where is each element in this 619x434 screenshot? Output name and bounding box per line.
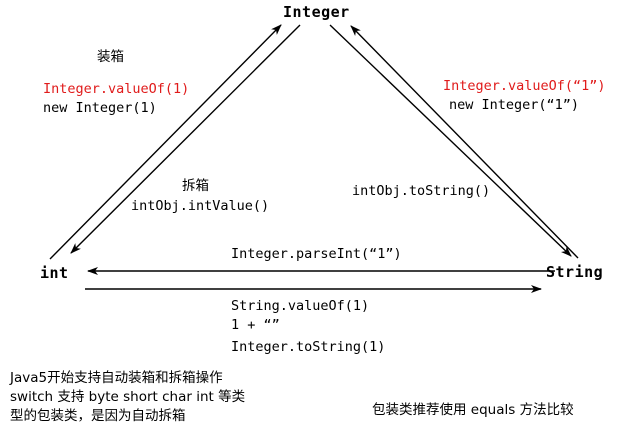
node-label-int[interactable]: int [40,264,69,282]
edge-label-string-to-integer-valueof: Integer.valueOf(“1”) [443,78,606,94]
edge-label-integer-tostring: Integer.toString(1) [231,339,386,355]
edge-int-to-integer [49,24,282,260]
node-label-string[interactable]: String [546,263,604,281]
edge-string-to-integer [350,25,579,259]
edge-label-string-valueof: String.valueOf(1) [231,298,370,314]
note-right-line-1: 包装类推荐使用 equals 方法比较 [372,402,574,418]
edge-integer-to-int [70,24,301,254]
edge-label-concat-empty: 1 + “” [231,317,280,333]
edge-label-boxing-new: new Integer(1) [43,100,157,116]
edge-label-string-to-integer-new: new Integer(“1”) [449,97,580,113]
edge-label-unboxing-code: intObj.intValue() [131,198,270,214]
note-left-line-3: 型的包装类，是因为自动拆箱 [10,408,186,424]
edge-label-integer-to-string-code: intObj.toString() [352,183,491,199]
edge-integer-to-string [329,24,572,257]
edge-label-boxing-cn: 装箱 [97,49,124,65]
note-left-line-1: Java5开始支持自动装箱和拆箱操作 [10,370,223,386]
edge-label-parse-int: Integer.parseInt(“1”) [231,246,402,262]
edge-label-boxing-valueof: Integer.valueOf(1) [43,81,190,97]
note-left-line-2: switch 支持 byte short char int 等类 [10,389,246,405]
node-label-integer[interactable]: Integer [283,3,350,21]
edge-label-unboxing-cn: 拆箱 [182,178,209,194]
